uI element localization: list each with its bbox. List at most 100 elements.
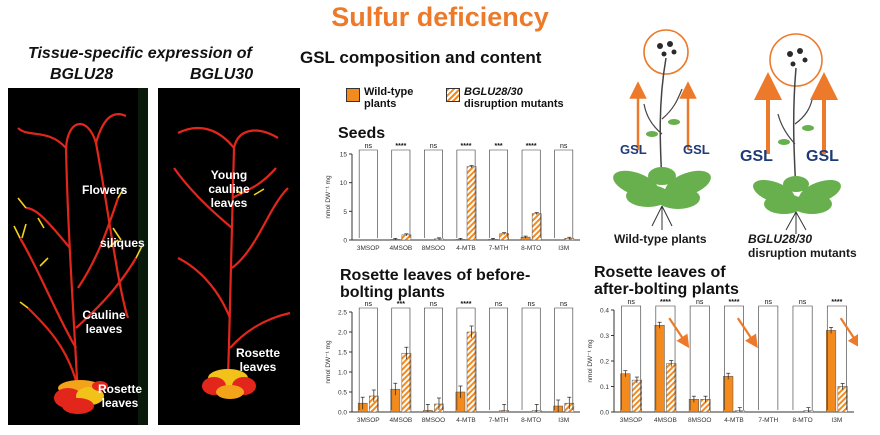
gene1-label: BGLU28 [50,66,114,83]
significance-label: **** [526,143,537,150]
x-tick-label: I3M [558,417,569,424]
after-bolting-chart-title: Rosette leaves of after-bolting plants [594,264,739,298]
decrease-arrow [736,317,758,349]
before-bolting-chart: 0.0 0.5 1.0 1.5 2.0 2.5 nmol DW⁻¹ mg 3MSOP ns 4MS… [325,301,580,424]
gsl-label-mut-left: GSL [740,148,773,165]
bglu28-plant-drawing [13,88,148,425]
x-tick-label: 8-MTO [793,417,813,424]
significance-label: ns [560,301,568,308]
y-tick-label: 0 [343,238,347,245]
significance-label: **** [831,299,842,306]
x-tick-label: 3MSOP [357,245,380,252]
significance-bracket [456,307,476,410]
mutant-caption-gene: BGLU28/30 [748,232,813,246]
significance-label: ns [799,299,807,306]
significance-label: **** [660,299,671,306]
bar-mutant [837,386,848,413]
significance-bracket [655,305,676,410]
significance-bracket [689,305,710,410]
label-young-cauline-leaves: Young cauline leaves [208,168,250,210]
gsl-heading: GSL composition and content [300,48,542,67]
significance-label: *** [397,301,405,308]
label-flowers: Flowers [82,183,128,197]
bar-mutant [531,213,542,241]
y-tick-label: 0.1 [600,384,609,391]
y-tick-label: 1.5 [338,350,347,357]
mutant-caption-rest: disruption mutants [748,246,857,260]
significance-bracket [489,307,508,410]
y-axis-label: nmol DW⁻¹ mg [587,339,594,383]
y-tick-label: 0.2 [600,359,609,366]
mutant-plant-illustration [753,33,841,234]
significance-label: ns [365,143,373,150]
significance-label: ns [560,143,568,150]
y-tick-label: 0.5 [338,390,347,397]
x-tick-label: 4MSOB [389,417,412,424]
y-axis-label: nmol DW⁻¹ mg [325,340,332,384]
y-tick-label: 0.0 [338,410,347,417]
bglu28-plant-photo: Flowers siliques Cauline leaves Rosette … [8,88,148,425]
mutant-caption: BGLU28/30 disruption mutants [748,232,857,260]
significance-label: ns [696,299,704,306]
significance-label: ns [495,301,503,308]
significance-bracket [554,307,574,410]
bar-wildtype [620,373,631,413]
legend-swatch-mutant [446,88,460,102]
wt-plant-illustration [613,29,711,230]
bar-mutant [631,379,642,413]
legend-mutant-rest: disruption mutants [464,98,564,110]
significance-bracket [391,149,411,238]
x-tick-label: 3MSOP [357,417,380,424]
label-rosette-leaves-1: Rosette leaves [97,382,142,410]
x-tick-label: 4-MTB [724,417,744,424]
x-tick-label: 8MSOO [422,417,445,424]
wt-plants-caption: Wild-type plants [614,232,707,246]
significance-label: ns [627,299,635,306]
x-tick-label: 4-MTB [456,245,476,252]
bar-mutant [466,166,477,241]
significance-label: **** [729,299,740,306]
x-tick-label: 4MSOB [654,417,677,424]
significance-label: ns [365,301,373,308]
significance-label: **** [461,143,472,150]
significance-bracket [358,149,378,238]
gene2-label: BGLU30 [190,66,254,83]
y-tick-label: 5 [343,209,347,216]
bar-mutant [666,363,677,413]
tissue-heading: Tissue-specific expression of [28,45,252,62]
x-tick-label: I3M [831,417,842,424]
bar-mutant [466,331,477,413]
significance-label: **** [461,301,472,308]
y-tick-label: 2.0 [338,330,347,337]
x-tick-label: 7-MTH [758,417,778,424]
significance-label: ns [430,143,438,150]
bglu30-plant-photo: Young cauline leaves Rosette leaves [158,88,300,425]
y-tick-label: 10 [340,180,348,187]
before-bolting-chart-title: Rosette leaves of before-bolting plants [340,267,531,301]
y-axis-label: nmol DW⁻¹ mg [325,175,332,219]
legend-swatch-wt [346,88,360,102]
significance-bracket [358,307,378,410]
significance-bracket [826,305,847,410]
significance-label: ns [765,299,773,306]
y-tick-label: 1.0 [338,370,347,377]
significance-bracket [521,149,541,238]
decrease-arrow [668,317,690,349]
legend-label-wt: Wild-type plants [364,86,414,110]
significance-label: ns [430,301,438,308]
y-tick-label: 2.5 [338,310,347,317]
y-tick-label: 0.0 [600,410,609,417]
significance-bracket [758,305,779,410]
significance-bracket [792,305,813,410]
x-tick-label: 7-MTH [489,245,509,252]
decrease-arrow [839,317,858,349]
significance-bracket [489,149,508,238]
x-tick-label: 8-MTO [521,245,541,252]
bglu30-plant-drawing [173,126,291,399]
y-tick-label: 0.3 [600,333,609,340]
significance-bracket [456,149,476,238]
label-cauline-leaves: Cauline leaves [82,308,126,336]
significance-bracket [424,307,443,410]
significance-label: **** [395,143,406,150]
